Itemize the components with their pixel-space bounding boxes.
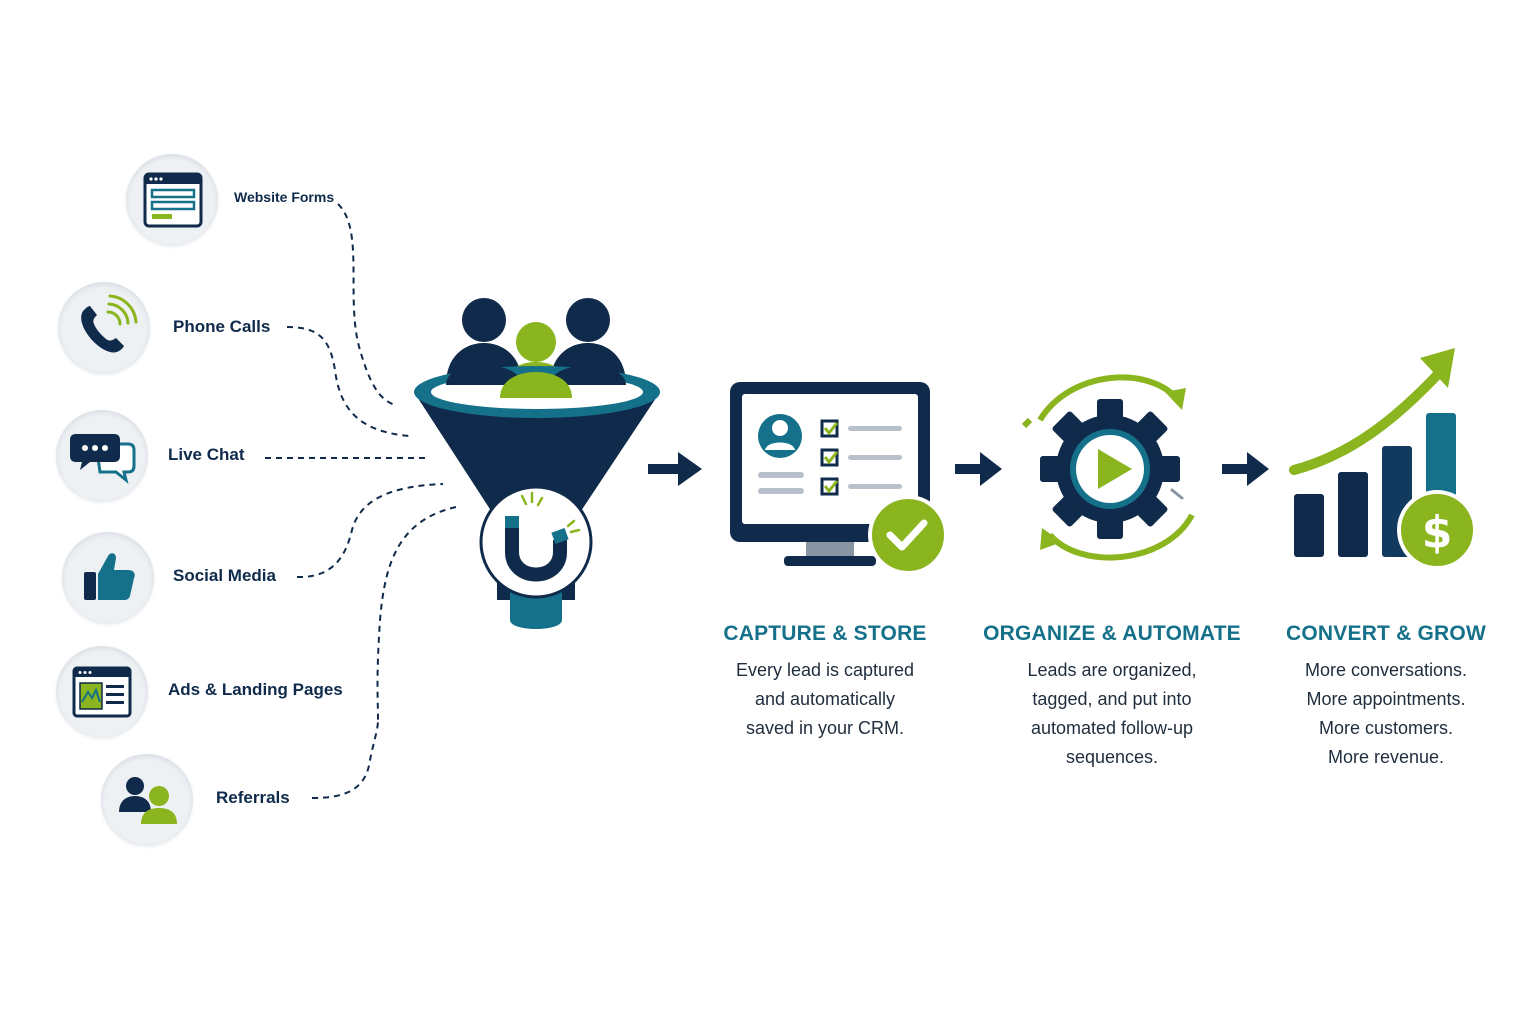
stage-desc-line: Leads are organized,	[1027, 660, 1197, 680]
connector-referrals	[311, 719, 379, 799]
stage-desc-line: Every lead is captured	[735, 660, 915, 680]
people-referral-icon	[119, 777, 177, 824]
magnet-icon	[505, 491, 581, 582]
source-label-website-forms: Website Forms	[234, 189, 335, 205]
growth-chart-icon: $	[1289, 348, 1477, 570]
stage-title-convert: CONVERT & GROW	[1286, 622, 1486, 645]
source-website-forms-circle	[126, 154, 218, 246]
stage-desc-line: automated follow-up	[1030, 718, 1194, 738]
arrow-right-icon	[648, 452, 702, 486]
stage-desc-line: More conversations.	[1304, 660, 1468, 680]
web-form-icon	[143, 172, 203, 228]
source-label-social-media: Social Media	[173, 566, 276, 585]
connector-ads	[376, 506, 457, 721]
connector-phone-calls	[286, 326, 411, 437]
arrow-right-icon	[1222, 452, 1269, 486]
source-referrals-circle	[101, 754, 193, 846]
source-label-ads-landing: Ads & Landing Pages	[168, 680, 343, 699]
landing-page-icon	[72, 666, 132, 718]
source-social-media-circle	[62, 532, 154, 624]
connector-website-forms	[337, 203, 396, 406]
stage-desc-line: More customers.	[1318, 718, 1454, 738]
stage-desc-convert: More conversations. More appointments. M…	[1236, 656, 1536, 772]
stage-desc-line: More revenue.	[1327, 747, 1445, 767]
source-ads-landing-circle	[56, 646, 148, 738]
phone-icon	[81, 294, 138, 353]
stage-title-capture: CAPTURE & STORE	[723, 622, 927, 645]
source-label-live-chat: Live Chat	[168, 445, 245, 464]
stage-desc-line: sequences.	[1065, 747, 1159, 767]
stage-desc-line: and automatically	[754, 689, 896, 709]
source-label-referrals: Referrals	[216, 788, 290, 807]
automation-gear-icon	[1021, 374, 1195, 561]
stage-desc-line: saved in your CRM.	[745, 718, 905, 738]
crm-monitor-icon	[730, 382, 948, 575]
connector-social-media	[296, 483, 444, 579]
stage-desc-capture: Every lead is captured and automatically…	[675, 656, 975, 743]
source-live-chat-circle	[56, 410, 148, 502]
arrow-right-icon	[955, 452, 1002, 486]
funnel-icon	[414, 298, 660, 629]
stage-desc-line: tagged, and put into	[1032, 689, 1192, 709]
thumbs-up-icon	[84, 553, 135, 600]
chat-bubbles-icon	[70, 434, 136, 484]
svg-text:$: $	[1422, 507, 1453, 558]
stage-title-organize: ORGANIZE & AUTOMATE	[983, 622, 1241, 645]
source-label-phone-calls: Phone Calls	[173, 317, 271, 336]
stage-desc-organize: Leads are organized, tagged, and put int…	[962, 656, 1262, 772]
stage-desc-line: More appointments.	[1306, 689, 1466, 709]
source-phone-calls-circle	[58, 282, 150, 374]
